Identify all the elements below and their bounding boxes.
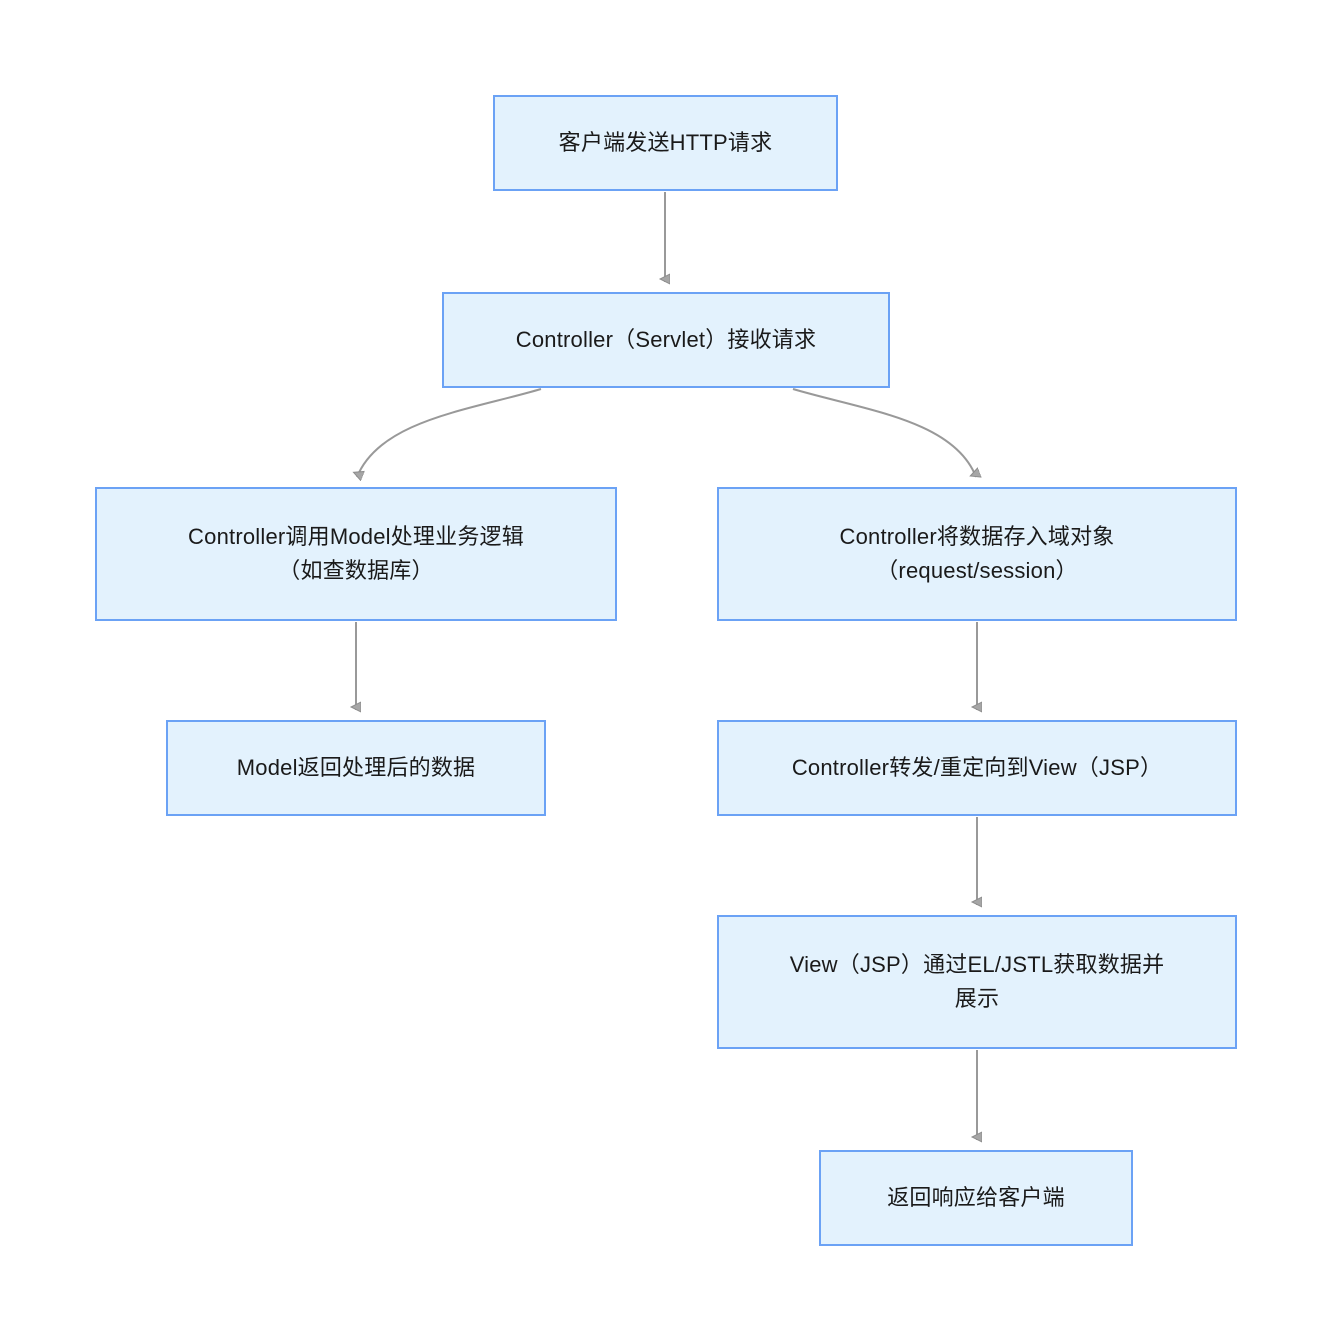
node-label: Controller（Servlet）接收请求: [515, 326, 817, 352]
node-label: Controller调用Model处理业务逻辑 （如查数据库）: [188, 523, 524, 583]
node-model-returns-data[interactable]: Model返回处理后的数据: [166, 720, 546, 816]
node-client-sends-http-request[interactable]: 客户端发送HTTP请求: [493, 95, 838, 191]
node-controller-calls-model[interactable]: Controller调用Model处理业务逻辑 （如查数据库）: [95, 487, 617, 621]
node-label: Controller转发/重定向到View（JSP）: [791, 754, 1163, 780]
node-controller-receives-request[interactable]: Controller（Servlet）接收请求: [442, 292, 890, 388]
edge-ctrl-to-model: [357, 388, 542, 477]
edge-ctrl-to-scope: [792, 388, 976, 477]
node-view-renders-data[interactable]: View（JSP）通过EL/JSTL获取数据并 展示: [717, 915, 1237, 1049]
node-label: Model返回处理后的数据: [236, 754, 476, 780]
node-label: View（JSP）通过EL/JSTL获取数据并 展示: [789, 951, 1165, 1011]
node-label: 返回响应给客户端: [887, 1184, 1065, 1210]
node-label: 客户端发送HTTP请求: [558, 129, 773, 155]
node-controller-stores-data-in-scope[interactable]: Controller将数据存入域对象 （request/session）: [717, 487, 1237, 621]
node-response-to-client[interactable]: 返回响应给客户端: [819, 1150, 1133, 1246]
node-label: Controller将数据存入域对象 （request/session）: [839, 523, 1115, 583]
node-controller-forwards-to-view[interactable]: Controller转发/重定向到View（JSP）: [717, 720, 1237, 816]
